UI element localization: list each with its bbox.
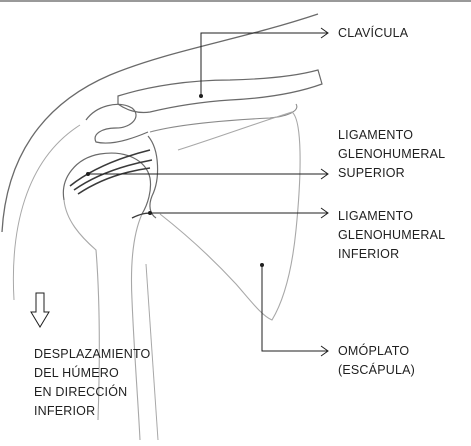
- label-displacement-line-3: EN DIRECCIÓN: [34, 383, 150, 402]
- label-scapula-line-2: (ESCÁPULA): [338, 361, 415, 380]
- shoulder-outline: [2, 14, 318, 232]
- label-clavicle-line: CLAVÍCULA: [338, 24, 408, 43]
- humerus-head: [63, 153, 150, 214]
- label-clavicle: CLAVÍCULA: [338, 24, 408, 43]
- label-displacement-line-1: DESPLAZAMIENTO: [34, 345, 150, 364]
- label-inferior-ligament-line-3: INFERIOR: [338, 245, 445, 264]
- label-superior-ligament: LIGAMENTO GLENOHUMERAL SUPERIOR: [338, 126, 445, 183]
- clavicle-end-loop: [86, 104, 148, 143]
- leader-clavicle: [201, 33, 328, 96]
- label-inferior-ligament-line-2: GLENOHUMERAL: [338, 226, 445, 245]
- superior-ligament-strands: [70, 150, 152, 194]
- label-inferior-ligament-line-1: LIGAMENTO: [338, 207, 445, 226]
- dot-scapula: [260, 263, 264, 267]
- label-displacement-line-4: INFERIOR: [34, 402, 150, 421]
- label-scapula-line-1: OMÓPLATO: [338, 342, 415, 361]
- label-displacement: DESPLAZAMIENTO DEL HÚMERO EN DIRECCIÓN I…: [34, 345, 150, 421]
- label-superior-ligament-line-1: LIGAMENTO: [338, 126, 445, 145]
- label-displacement-line-2: DEL HÚMERO: [34, 364, 150, 383]
- label-superior-ligament-line-3: SUPERIOR: [338, 164, 445, 183]
- label-scapula: OMÓPLATO (ESCÁPULA): [338, 342, 415, 380]
- scapula-body: [160, 112, 300, 320]
- dot-inferior-ligament: [148, 211, 152, 215]
- leader-scapula: [262, 265, 328, 351]
- dot-clavicle: [199, 94, 203, 98]
- label-inferior-ligament: LIGAMENTO GLENOHUMERAL INFERIOR: [338, 207, 445, 264]
- clavicle-bone: [118, 70, 322, 113]
- down-outline-arrow-icon: [31, 293, 49, 327]
- label-superior-ligament-line-2: GLENOHUMERAL: [338, 145, 445, 164]
- dot-superior-ligament: [86, 172, 90, 176]
